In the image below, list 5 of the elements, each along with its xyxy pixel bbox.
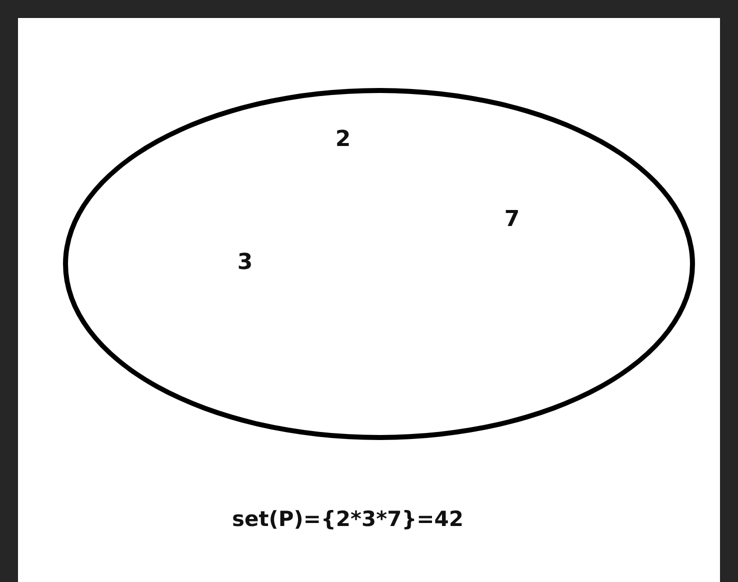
set-element: 2 <box>335 129 351 151</box>
caption: set(P)={2*3*7}=42 <box>232 507 464 531</box>
set-element: 3 <box>237 252 253 274</box>
set-ellipse <box>63 88 695 440</box>
set-element: 7 <box>504 209 520 231</box>
